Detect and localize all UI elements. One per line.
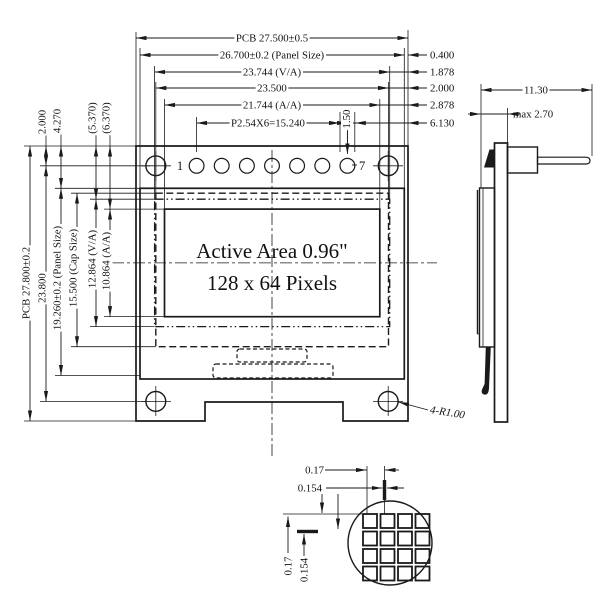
active-area-outline bbox=[163, 208, 381, 318]
dim-pixel-v-size: 0.154 bbox=[299, 557, 311, 582]
dim-margin-panel: 0.400 bbox=[430, 50, 454, 62]
pcb-outline bbox=[135, 145, 409, 422]
pin-hole-1 bbox=[188, 157, 205, 174]
dim-margin-cap: 2.000 bbox=[430, 83, 454, 95]
dim-margin-va: 1.878 bbox=[430, 67, 454, 79]
viewing-area-outline bbox=[153, 198, 391, 328]
connector-body bbox=[506, 146, 539, 174]
mounting-hole-bottom-right bbox=[377, 390, 399, 412]
pin-label-7: 7 bbox=[359, 159, 365, 173]
front-view bbox=[135, 145, 409, 422]
mounting-hole-top-left bbox=[145, 155, 167, 177]
dim-panel-height: 19.260±0.2 (Panel Size) bbox=[52, 225, 64, 330]
magnified-row-edge bbox=[297, 529, 318, 534]
dim-pcb-height: PCB 27.800±0.2 bbox=[21, 247, 33, 319]
dim-cap-width: 23.500 bbox=[257, 83, 287, 95]
active-area-resolution: 128 x 64 Pixels bbox=[207, 271, 337, 295]
pixel-detail-view bbox=[297, 480, 433, 586]
side-pcb bbox=[493, 142, 509, 423]
pin-hole-7 bbox=[339, 157, 356, 174]
dim-aa-height: 10.864 (A/A) bbox=[101, 232, 113, 291]
mounting-hole-bottom-left bbox=[145, 390, 167, 412]
dim-pin-pitch: P2.54X6=15.240 bbox=[231, 118, 305, 130]
pin-hole-4 bbox=[264, 157, 281, 174]
panel-outline bbox=[139, 187, 406, 380]
flex-connector-outline-small bbox=[236, 348, 308, 363]
magnified-column-edge bbox=[382, 480, 387, 500]
dim-edge-to-pin7: 6.130 bbox=[430, 118, 454, 130]
pin-hole-2 bbox=[213, 157, 230, 174]
dim-top-to-panel: 4.270 bbox=[52, 109, 64, 133]
dim-pixel-v-pitch: 0.17 bbox=[283, 556, 295, 575]
pin-hole-5 bbox=[289, 157, 306, 174]
dim-pixel-h-size: 0.154 bbox=[298, 483, 323, 495]
dim-thickness-max: max 2.70 bbox=[513, 109, 553, 121]
dim-depth-total: 11.30 bbox=[524, 85, 548, 97]
active-area-title: Active Area 0.96" bbox=[196, 239, 347, 263]
dim-aa-width: 21.744 (A/A) bbox=[243, 100, 302, 112]
dim-panel-width: 26.700±0.2 (Panel Size) bbox=[220, 50, 325, 62]
labels: PCB 27.500±0.5 26.700±0.2 (Panel Size) 2… bbox=[20, 32, 553, 582]
dim-top-to-va: (5.370) bbox=[87, 102, 99, 134]
dim-top-to-aa: (6.370) bbox=[101, 102, 113, 134]
dim-va-width: 23.744 (V/A) bbox=[243, 67, 302, 79]
mounting-hole-top-right bbox=[377, 155, 399, 177]
flex-cable bbox=[481, 347, 491, 395]
dim-pin-hole-dia: 1.50 bbox=[341, 110, 353, 129]
pin-hole-3 bbox=[238, 157, 255, 174]
connector-pin bbox=[536, 156, 591, 165]
side-glass bbox=[478, 187, 496, 348]
flex-connector-outline-large bbox=[212, 363, 334, 379]
pin-hole-6 bbox=[314, 157, 331, 174]
pin-label-1: 1 bbox=[177, 159, 183, 173]
cap-glass-outline bbox=[155, 192, 390, 348]
corner-radius-label: 4-R1.00 bbox=[429, 404, 466, 421]
dim-top-to-holes: 2.000 bbox=[37, 110, 49, 134]
side-view bbox=[476, 142, 591, 423]
dim-cap-height: 15.500 (Cap Size) bbox=[68, 228, 80, 307]
dim-pixel-h-pitch: 0.17 bbox=[305, 465, 324, 477]
solder-fillet bbox=[484, 149, 495, 168]
pixel-grid bbox=[362, 513, 431, 582]
detail-circle bbox=[347, 500, 433, 586]
dim-margin-aa: 2.878 bbox=[430, 100, 454, 112]
dim-pcb-width: PCB 27.500±0.5 bbox=[236, 33, 308, 45]
dim-hole-span: 23.800 bbox=[37, 273, 49, 303]
dim-va-height: 12.864 (V/A) bbox=[87, 230, 99, 289]
